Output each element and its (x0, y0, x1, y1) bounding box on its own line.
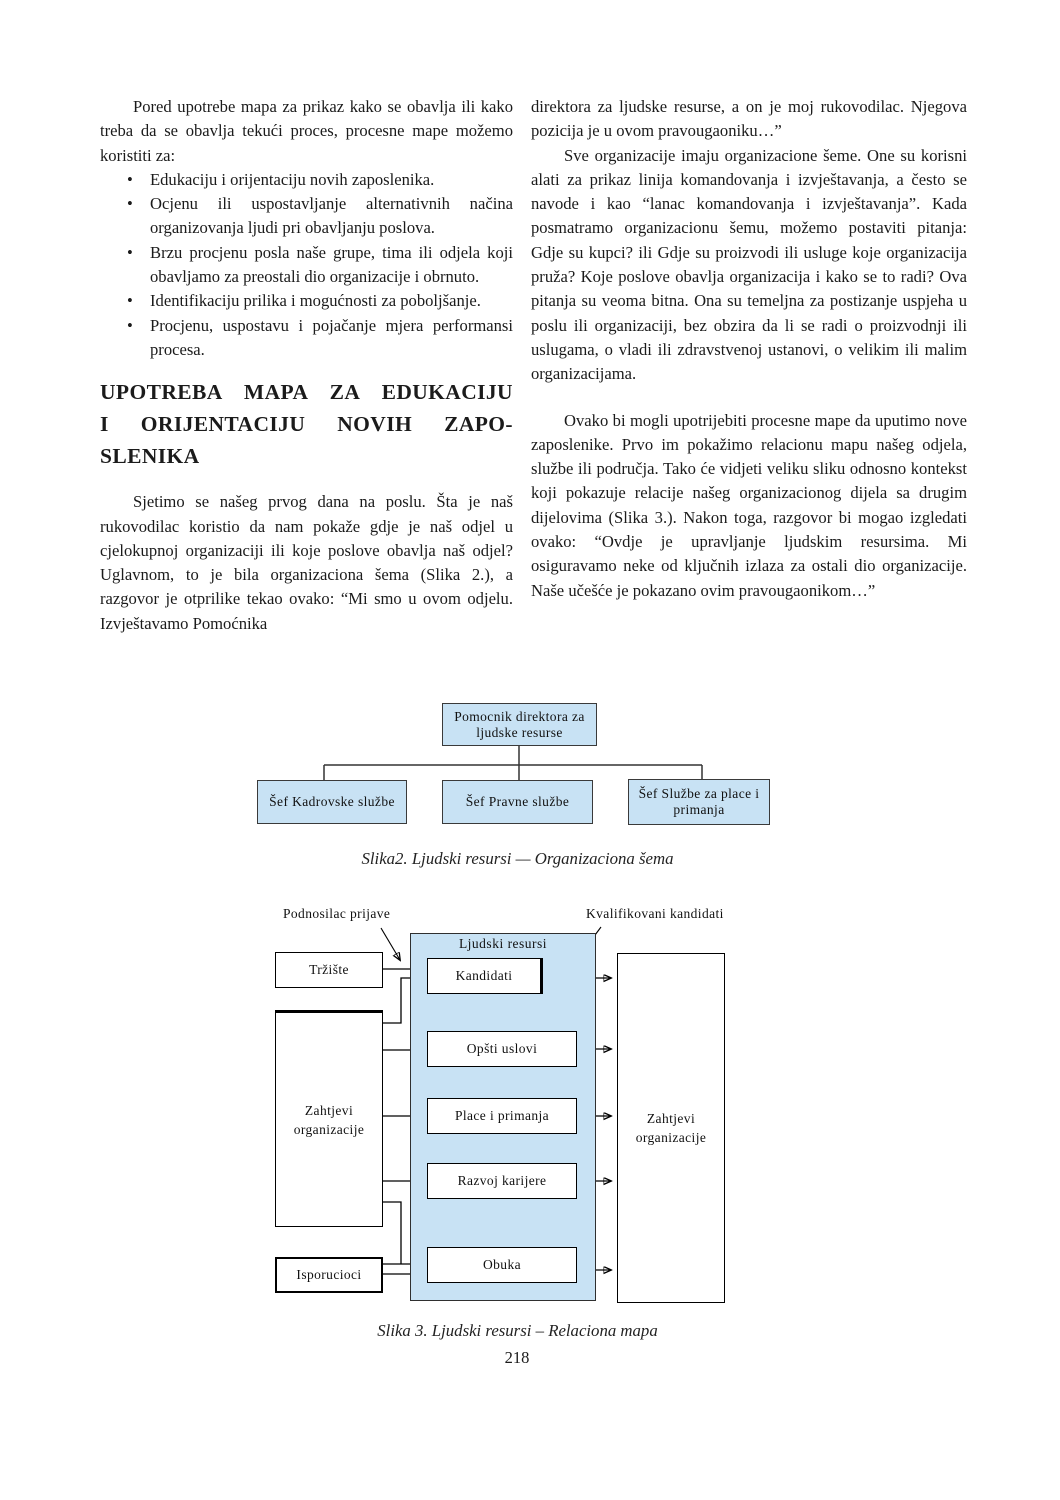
bullet-marker: • (127, 242, 133, 262)
bullet-item: • Edukaciju i orijentaciju novih zaposle… (100, 168, 513, 192)
org-box-director: Pomocnik direktora za ljudske resurse (442, 703, 597, 746)
bullet-marker: • (127, 291, 133, 311)
paragraph-process-maps: Ovako bi mogli upotrijebiti procesne map… (531, 410, 967, 600)
right-column: direktora za ljudske resurse, a on je mo… (531, 95, 967, 603)
label-podnosilac-prijave: Podnosilac prijave (283, 906, 391, 921)
figure3-caption: Slika 3. Ljudski resursi – Relaciona map… (377, 1321, 658, 1340)
ljudski-resursi-title: Ljudski resursi (458, 936, 548, 951)
heading-line: UPOTREBA MAPA ZA EDUKACIJU (100, 380, 513, 405)
left-column: Pored upotrebe mapa za prikaz kako se ob… (100, 95, 513, 636)
bullet-item: • Ocjenu ili uspostavljanje alternativni… (100, 192, 513, 241)
paragraph-org-charts: Sve organizacije imaju organizacione šem… (531, 145, 967, 384)
org-box-kadrovska: Šef Kadrovske službe (257, 780, 407, 824)
bullet-text: Ocjenu ili uspostavljanje alternativnih … (150, 194, 513, 238)
bullet-marker: • (127, 194, 133, 214)
box-zahtjevi-organizacije-right: Zahtjevi organizacije (617, 953, 725, 1303)
bullet-list: • Edukaciju i orijentaciju novih zaposle… (100, 168, 513, 362)
box-kandidati: Kandidati (427, 958, 543, 994)
bullet-marker: • (127, 315, 133, 335)
bullet-item: • Procjenu, uspostavu i pojačanje mjera … (100, 314, 513, 363)
box-zahtjevi-organizacije-left: Zahtjevi organizacije (275, 1010, 383, 1227)
bullet-marker: • (127, 169, 133, 189)
org-box-pravna: Šef Pravne službe (442, 780, 593, 824)
box-obuka: Obuka (427, 1247, 577, 1283)
box-isporucioci: Isporucioci (275, 1257, 383, 1293)
bullet-text: Procjenu, uspostavu i pojačanje mjera pe… (150, 315, 513, 359)
bullet-text: Edukaciju i orijentaciju novih zaposleni… (150, 169, 435, 189)
figure2-caption: Slika2. Ljudski resursi — Organizaciona … (361, 849, 674, 868)
page-number: 218 (504, 1348, 530, 1367)
heading-line: SLENIKA (100, 444, 200, 469)
org-box-place-primanja: Šef Službe za place i primanja (628, 779, 770, 825)
bullet-text: Identifikaciju prilika i mogućnosti za p… (150, 291, 481, 311)
box-opsti-uslovi: Opšti uslovi (427, 1031, 577, 1067)
paragraph-continuation: direktora za ljudske resurse, a on je mo… (531, 97, 967, 141)
bullet-item: • Identifikaciju prilika i mogućnosti za… (100, 289, 513, 313)
box-razvoj-karijere: Razvoj karijere (427, 1163, 577, 1199)
paragraph-intro: Pored upotrebe mapa za prikaz kako se ob… (100, 97, 513, 165)
heading-line: I ORIJENTACIJU NOVIH ZAPO- (100, 412, 513, 437)
paragraph-first-day: Sjetimo se našeg prvog dana na poslu. Št… (100, 492, 513, 633)
label-kvalifikovani-kandidati: Kvalifikovani kandidati (586, 906, 724, 921)
box-place-i-primanja: Place i primanja (427, 1098, 577, 1134)
section-heading: UPOTREBA MAPA ZA EDUKACIJU I ORIJENTACIJ… (100, 376, 513, 472)
box-trziste: Tržište (275, 952, 383, 988)
bullet-text: Brzu procjenu posla naše grupe, tima ili… (150, 242, 513, 287)
bullet-item: • Brzu procjenu posla naše grupe, tima i… (100, 241, 513, 290)
